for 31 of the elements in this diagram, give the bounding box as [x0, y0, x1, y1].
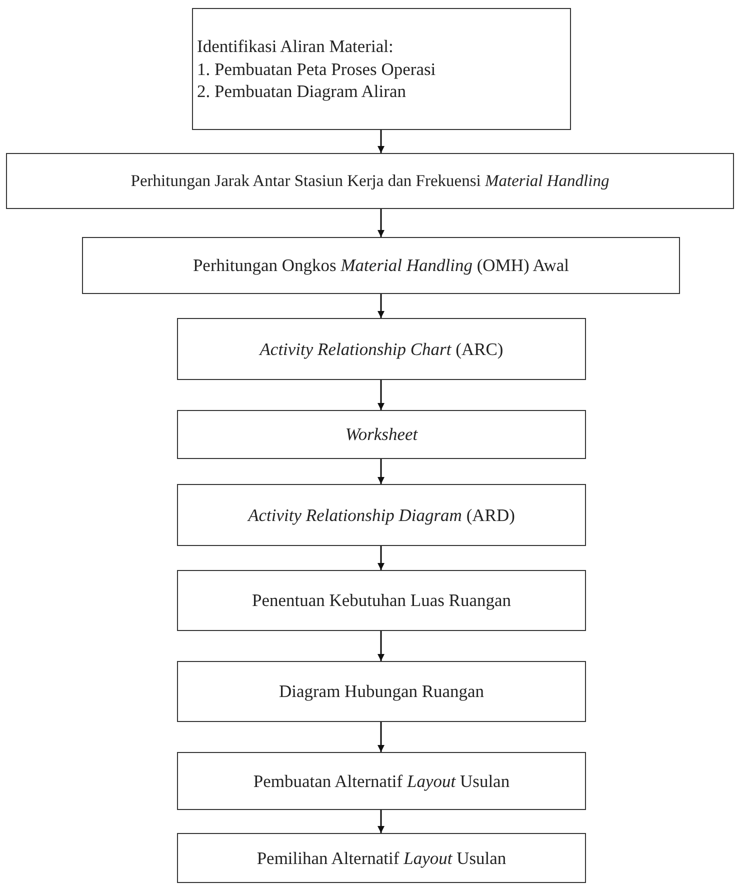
box-text: Worksheet	[345, 423, 418, 446]
box-text: Penentuan Kebutuhan Luas Ruangan	[252, 589, 512, 612]
process-box	[192, 8, 571, 130]
process-box	[177, 484, 586, 546]
box-text: Diagram Hubungan Ruangan	[278, 680, 484, 703]
box-text: Activity Relationship Diagram (ARD)	[248, 504, 515, 526]
arrow	[378, 631, 384, 661]
process-box	[177, 752, 586, 810]
arrow	[378, 209, 384, 237]
box-text: Perhitungan Jarak Antar Stasiun Kerja dan Frekuensi Material Handling	[130, 170, 610, 192]
process-box	[82, 237, 680, 294]
box-text: Identifikasi Aliran Material:	[197, 34, 394, 58]
process-box	[177, 410, 586, 459]
process-box	[177, 661, 586, 722]
arrow	[378, 459, 384, 484]
arrow	[378, 130, 384, 153]
arrow	[378, 722, 384, 752]
arrow	[378, 810, 384, 833]
box-text: Pemilihan Alternatif Layout Usulan	[256, 846, 506, 870]
box-text: 1. Pembuatan Peta Proses Operasi	[197, 58, 436, 80]
box-text: Pembuatan Alternatif Layout Usulan	[253, 770, 510, 792]
process-box	[177, 833, 586, 883]
process-box	[177, 570, 586, 631]
arrow	[378, 294, 384, 318]
process-box	[177, 318, 586, 380]
process-box	[6, 153, 734, 209]
box-text: 2. Pembuatan Diagram Aliran	[197, 80, 406, 104]
box-text: Perhitungan Ongkos Material Handling (OMH) Awal	[192, 254, 570, 277]
box-text: Activity Relationship Chart (ARC)	[260, 338, 504, 360]
arrow	[378, 380, 384, 410]
arrow	[378, 546, 384, 570]
